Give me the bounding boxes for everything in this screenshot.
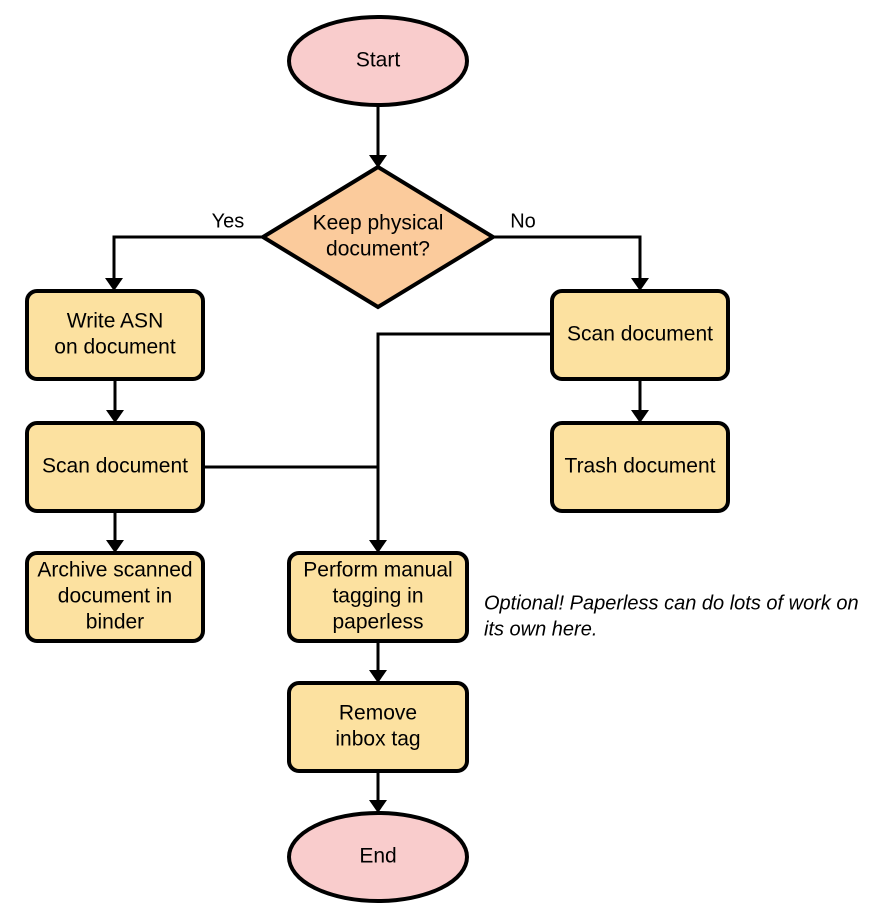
- arrowhead-icon: [106, 540, 124, 553]
- annotation-optional-note: Optional! Paperless can do lots of work …: [484, 592, 859, 640]
- node-label: Trash document: [565, 455, 716, 478]
- annotation-layer: Optional! Paperless can do lots of work …: [484, 592, 859, 640]
- node-label: document in: [58, 585, 172, 608]
- node-trash-document[interactable]: Trash document: [550, 421, 730, 513]
- decision-shape: [259, 164, 497, 310]
- process-shape: [550, 421, 730, 513]
- node-label: Perform manual: [303, 559, 452, 582]
- annotation-line: Optional! Paperless can do lots of work …: [484, 592, 859, 614]
- edge-start-to-decision: [369, 105, 387, 168]
- edge-scan-right-to-manual-tagging: [369, 332, 552, 553]
- arrowhead-icon: [369, 155, 387, 168]
- edge-scan-right-to-trash: [631, 379, 649, 423]
- edge-decision-yes-to-write-asn: Yes: [105, 210, 263, 291]
- node-scan-document-left[interactable]: Scan document: [25, 421, 205, 513]
- annotation-line: its own here.: [484, 618, 597, 640]
- arrowhead-icon: [106, 410, 124, 423]
- edge-scan-left-to-archive: [106, 511, 124, 553]
- edge-label-yes: Yes: [212, 210, 245, 232]
- edge-write-asn-to-scan-left: [106, 379, 124, 423]
- node-label: paperless: [332, 611, 423, 634]
- process-shape: [25, 289, 205, 381]
- node-remove-inbox-tag[interactable]: Remove inbox tag: [287, 681, 469, 773]
- node-label: Keep physical: [313, 212, 444, 235]
- node-end[interactable]: End: [287, 811, 469, 903]
- edge-layer: Yes No: [105, 105, 649, 813]
- process-shape: [25, 551, 205, 643]
- terminator-shape: [287, 811, 469, 903]
- arrowhead-icon: [631, 278, 649, 291]
- edge-label-no: No: [510, 210, 536, 232]
- arrowhead-icon: [631, 410, 649, 423]
- arrowhead-icon: [105, 278, 123, 291]
- node-label: Remove: [339, 702, 417, 725]
- node-label: tagging in: [332, 585, 423, 608]
- edge-manual-tagging-to-remove-inbox: [369, 641, 387, 683]
- edge-line: [112, 235, 263, 286]
- node-label: document?: [326, 238, 430, 261]
- node-label: Scan document: [42, 455, 188, 478]
- process-shape: [25, 421, 205, 513]
- edge-line: [376, 332, 552, 548]
- node-label: Scan document: [567, 323, 713, 346]
- edge-remove-inbox-to-end: [369, 771, 387, 813]
- arrowhead-icon: [369, 670, 387, 683]
- edge-line: [493, 235, 642, 286]
- node-label: Archive scanned: [37, 559, 192, 582]
- node-label: inbox tag: [335, 728, 420, 751]
- node-manual-tagging[interactable]: Perform manual tagging in paperless: [287, 551, 469, 643]
- node-archive-binder[interactable]: Archive scanned document in binder: [25, 551, 205, 643]
- arrowhead-icon: [369, 800, 387, 813]
- node-write-asn[interactable]: Write ASN on document: [25, 289, 205, 381]
- node-label: binder: [86, 611, 144, 634]
- node-label: End: [359, 845, 396, 868]
- node-label: Start: [356, 49, 401, 72]
- node-label: on document: [54, 336, 176, 359]
- node-label: Write ASN: [67, 310, 163, 333]
- process-shape: [550, 289, 730, 381]
- node-start[interactable]: Start: [287, 15, 469, 107]
- node-scan-document-right[interactable]: Scan document: [550, 289, 730, 381]
- arrowhead-icon: [369, 540, 387, 553]
- terminator-shape: [287, 15, 469, 107]
- node-keep-physical[interactable]: Keep physical document?: [259, 164, 497, 310]
- edge-decision-no-to-scan-right: No: [493, 210, 649, 291]
- process-shape: [287, 681, 469, 773]
- process-shape: [287, 551, 469, 643]
